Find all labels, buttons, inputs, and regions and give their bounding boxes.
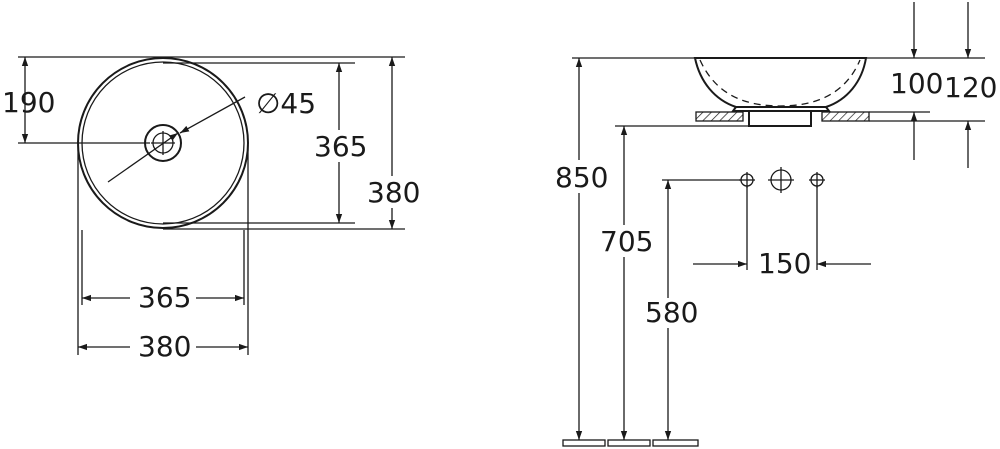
side-view: 100 120 850 705 580 (555, 2, 997, 447)
right-connection-symbol (809, 172, 825, 188)
dim-850-label: 850 (555, 161, 608, 194)
dim-190-label: 190 (2, 86, 55, 119)
countertop-right (821, 111, 870, 122)
basin-profile (693, 57, 868, 108)
dim-100-label: 100 (890, 67, 943, 100)
left-connection-symbol (739, 172, 755, 188)
dim-365-vertical-label: 365 (314, 130, 367, 163)
dim-380-vertical-label: 380 (367, 176, 420, 209)
dim-150-label: 150 (758, 247, 811, 280)
hole-diameter-label: ∅45 (256, 87, 316, 120)
dim-580-label: 580 (645, 296, 698, 329)
center-connection-symbol (768, 167, 794, 193)
floor-segment-1 (562, 439, 606, 447)
dim-365-horizontal-label: 365 (138, 281, 191, 314)
countertop-left (695, 111, 744, 122)
basin-inner-dashed (699, 59, 861, 107)
dim-380-horizontal-label: 380 (138, 330, 191, 363)
top-view: 190 ∅45 365 380 365 380 (2, 56, 420, 363)
floor-segment-2 (607, 439, 651, 447)
floor-segment-3 (652, 439, 699, 447)
waste-fitting (748, 110, 812, 127)
dim-705-label: 705 (600, 225, 653, 258)
dim-120-label: 120 (944, 71, 997, 104)
